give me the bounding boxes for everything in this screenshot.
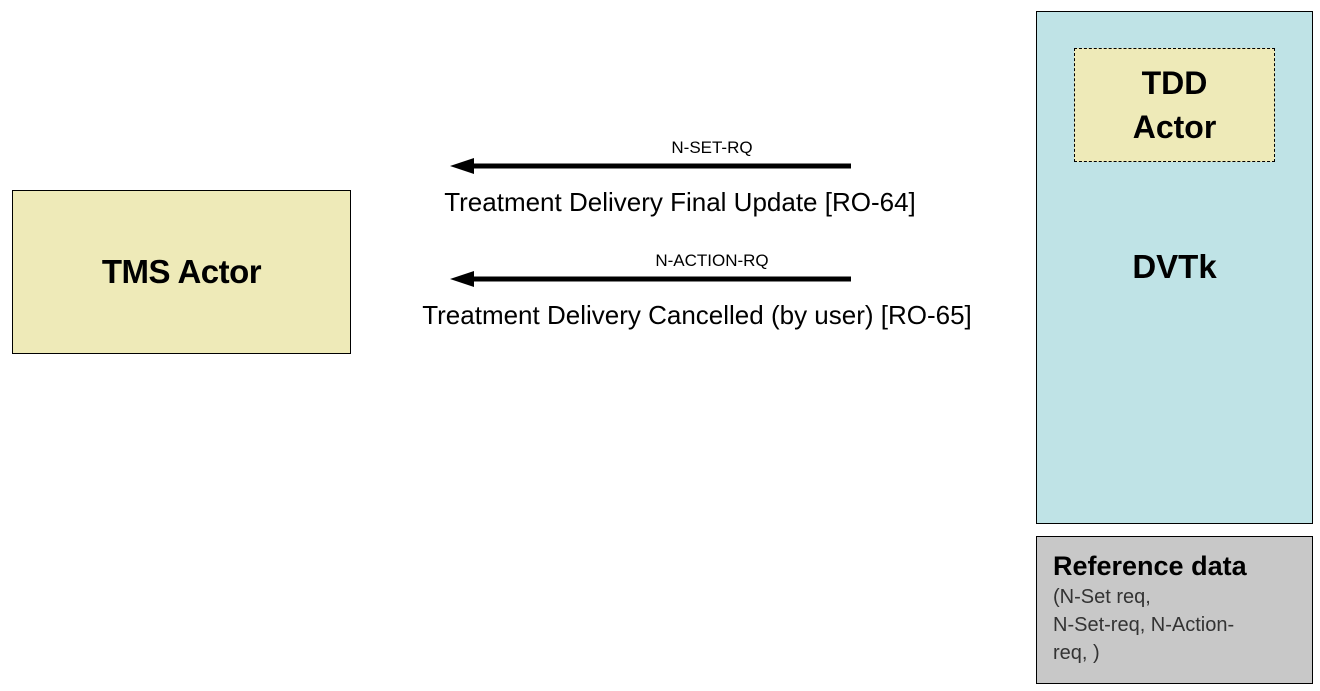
message-2-transaction: Treatment Delivery Cancelled (by user) [… <box>422 300 972 330</box>
tms-actor-box: TMS Actor <box>12 190 351 354</box>
message-arrow-1 <box>450 158 851 174</box>
reference-data-body: (N-Set req, N-Set-req, N-Action- req, ) <box>1053 583 1293 667</box>
message-2-primitive: N-ACTION-RQ <box>655 251 769 270</box>
reference-data-title: Reference data <box>1053 551 1247 581</box>
dvtk-label: DVTk <box>1132 248 1217 285</box>
reference-data-line: N-Set-req, N-Action- <box>1053 614 1235 636</box>
reference-data-box: Reference data (N-Set req, N-Set-req, N-… <box>1036 536 1313 684</box>
tdd-actor-label-line2: Actor <box>1132 109 1217 145</box>
message-arrow-2 <box>450 271 851 287</box>
tms-actor-label: TMS Actor <box>101 253 262 290</box>
tdd-actor-label-line1: TDD <box>1141 65 1208 101</box>
tdd-actor-box: TDD Actor <box>1074 48 1275 162</box>
message-1-transaction: Treatment Delivery Final Update [RO-64] <box>444 187 916 217</box>
reference-data-line: (N-Set req, <box>1053 586 1151 608</box>
message-1-primitive: N-SET-RQ <box>671 138 753 157</box>
reference-data-line: req, ) <box>1053 642 1100 664</box>
